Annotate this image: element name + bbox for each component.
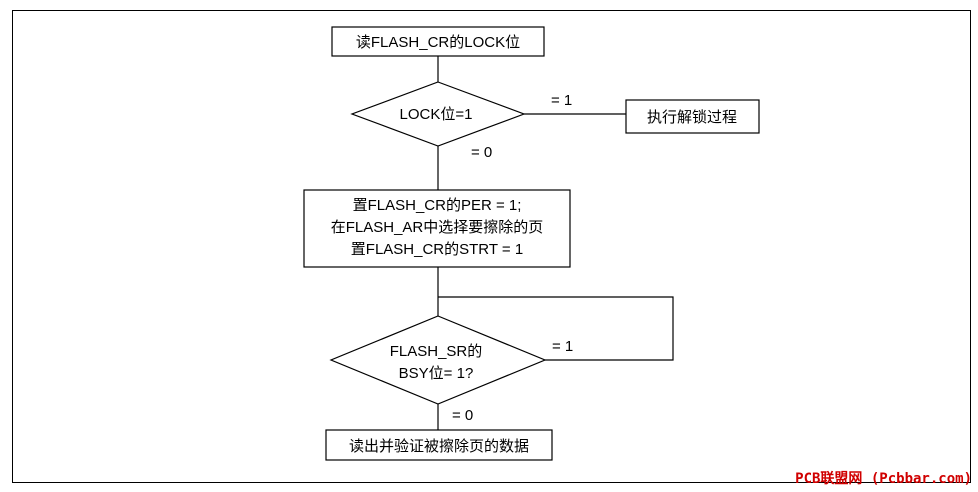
verify-text: 读出并验证被擦除页的数据 <box>349 438 529 455</box>
set-per-line-1: 置FLASH_CR的PER = 1; <box>353 197 522 214</box>
connector-bsy-loop <box>438 296 674 361</box>
bsy-decision-line-2: BSY位= 1? <box>399 365 474 382</box>
bsy-decision <box>329 315 547 405</box>
watermark-text: PCB联盟网 (Pcbbar.com) <box>795 471 972 487</box>
lock-yes-label: = 1 <box>551 92 572 109</box>
unlock-text: 执行解锁过程 <box>647 109 737 126</box>
verify-box <box>325 429 553 461</box>
lock-decision <box>350 81 526 147</box>
unlock-box <box>625 99 760 134</box>
read-lock-text: 读FLASH_CR的LOCK位 <box>356 34 520 51</box>
set-per-box <box>303 189 571 268</box>
lock-no-label: = 0 <box>471 144 492 161</box>
bsy-no-label: = 0 <box>452 407 473 424</box>
diagram-frame <box>12 10 971 483</box>
lock-decision-text: LOCK位=1 <box>400 106 473 123</box>
bsy-decision-line-1: FLASH_SR的 <box>390 343 483 360</box>
read-lock-box <box>331 26 545 57</box>
connectors <box>437 56 674 430</box>
set-per-line-3: 置FLASH_CR的STRT = 1 <box>351 241 523 258</box>
set-per-line-2: 在FLASH_AR中选择要擦除的页 <box>331 219 544 236</box>
bsy-yes-label: = 1 <box>552 338 573 355</box>
